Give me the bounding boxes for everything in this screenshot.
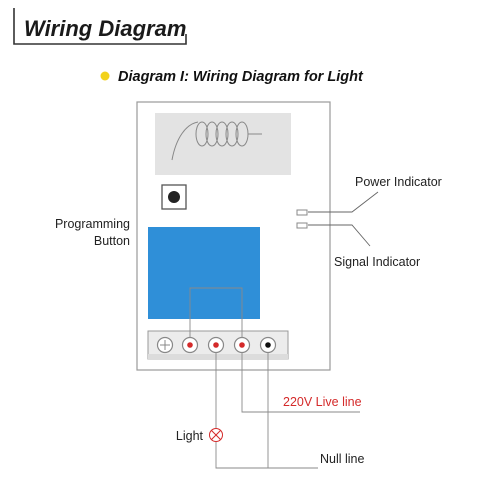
null-line-label: Null line [320, 452, 365, 466]
screw-terminal-icon [156, 336, 174, 354]
screw-terminal-icon [259, 336, 277, 354]
programming-button[interactable] [161, 184, 187, 210]
power-indicator-led [296, 209, 308, 216]
light-return-wire [215, 442, 318, 469]
screw-terminal-icon [181, 336, 199, 354]
light-bulb-cross-icon [209, 428, 223, 442]
light-label: Light [176, 429, 204, 443]
bullet-icon [100, 71, 110, 81]
header-frame: Wiring Diagram [13, 8, 187, 45]
diagram-title: Diagram I: Wiring Diagram for Light [118, 69, 364, 85]
button-label: Button [94, 234, 130, 248]
internal-bridge-wire [189, 287, 243, 338]
screw-terminal-icon [207, 336, 225, 354]
signal-indicator-label: Signal Indicator [334, 255, 420, 269]
coil-antenna-icon [171, 121, 262, 161]
live-line-label: 220V Live line [283, 395, 362, 409]
programming-label: Programming [55, 217, 130, 231]
relay-block [148, 227, 260, 319]
signal-indicator-led [296, 222, 308, 229]
antenna-panel [155, 113, 291, 175]
header-title: Wiring Diagram [24, 16, 186, 41]
power-indicator-label: Power Indicator [355, 175, 442, 189]
signal-indicator-leader [308, 224, 371, 247]
live-wire [241, 352, 360, 413]
power-indicator-leader [308, 191, 379, 213]
screw-terminal-icon [233, 336, 251, 354]
